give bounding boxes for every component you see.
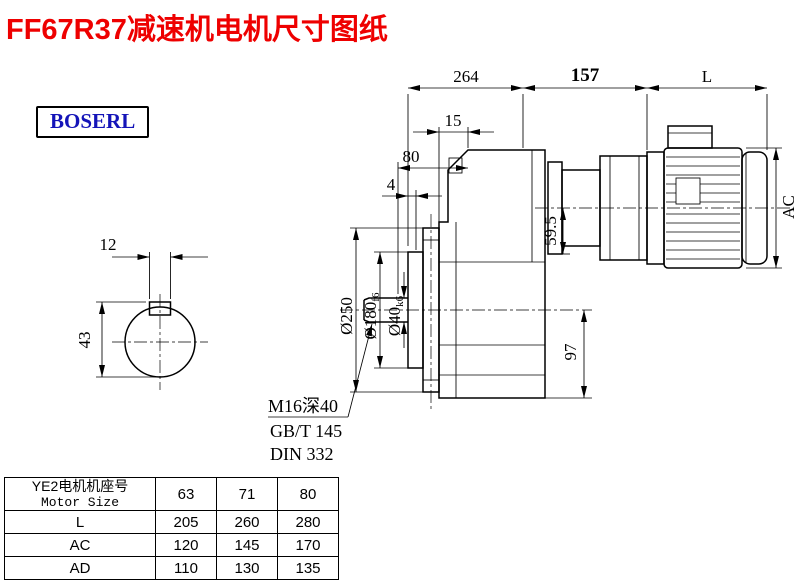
table-cell: 145 (216, 533, 278, 557)
frame-size-63: 63 (155, 477, 217, 511)
dim-flange-dia-label: Ø250 (337, 297, 356, 335)
dim-shaft-height-label: 43 (75, 332, 94, 349)
dim-264-label: 264 (453, 67, 479, 86)
dim-key-width-label: 12 (100, 235, 117, 254)
dim-59-5-label: 59.5 (541, 216, 560, 246)
dim-L-label: L (702, 67, 712, 86)
table-row-AD: AD 110 130 135 (4, 556, 339, 580)
table-cell: 130 (216, 556, 278, 580)
table-header-motor-size: YE2电机机座号 Motor Size (4, 477, 156, 511)
table-cell: 170 (277, 533, 339, 557)
gearbox-housing (438, 149, 546, 399)
shaft-section-circle (124, 306, 196, 378)
note-tapped-hole: M16深40 (268, 396, 338, 416)
dim-shaft-dia-label: Ø40k6 (385, 295, 406, 336)
note-standard-gbt: GB/T 145 (270, 421, 342, 441)
output-shaft (363, 297, 408, 323)
table-header-en: Motor Size (40, 495, 119, 510)
fan-cowl (741, 151, 768, 265)
dim-15-label: 15 (445, 111, 462, 130)
row-label-L: L (4, 510, 156, 534)
table-cell: 260 (216, 510, 278, 534)
gear-unit-side-view (340, 125, 790, 412)
table-row-L: L 205 260 280 (4, 510, 339, 534)
note-standard-din: DIN 332 (270, 444, 334, 464)
dim-80-label: 80 (403, 147, 420, 166)
frame-size-71: 71 (216, 477, 278, 511)
vent-plug (448, 157, 463, 174)
table-cell: 135 (277, 556, 339, 580)
frame-size-80: 80 (277, 477, 339, 511)
table-header-cn: YE2电机机座号 (31, 478, 129, 494)
table-cell: 280 (277, 510, 339, 534)
dim-157-label: 157 (571, 65, 600, 86)
keyway (148, 301, 172, 316)
dim-4-label: 4 (387, 175, 396, 194)
table-cell: 205 (155, 510, 217, 534)
row-label-AD: AD (4, 556, 156, 580)
page-title: FF67R37减速机电机尺寸图纸 (6, 14, 388, 46)
nameplate (675, 177, 701, 205)
table-cell: 120 (155, 533, 217, 557)
table-row-AC: AC 120 145 170 (4, 533, 339, 557)
terminal-box (667, 125, 713, 149)
shaft-end-view: 12 43 (75, 235, 208, 390)
dimensions: 264 157 L 15 80 4 Ø250 (268, 65, 798, 464)
brand-logo: BOSERL (36, 106, 150, 138)
motor (646, 125, 768, 269)
dim-spigot-dia-label: Ø180f6 (361, 292, 382, 339)
row-label-AC: AC (4, 533, 156, 557)
table-header-row: YE2电机机座号 Motor Size 63 71 80 (4, 477, 339, 511)
table-cell: 110 (155, 556, 217, 580)
motor-size-table: YE2电机机座号 Motor Size 63 71 80 L 205 260 2… (4, 477, 339, 580)
dim-AC-label: AC (779, 195, 798, 219)
dim-97-label: 97 (561, 343, 580, 361)
